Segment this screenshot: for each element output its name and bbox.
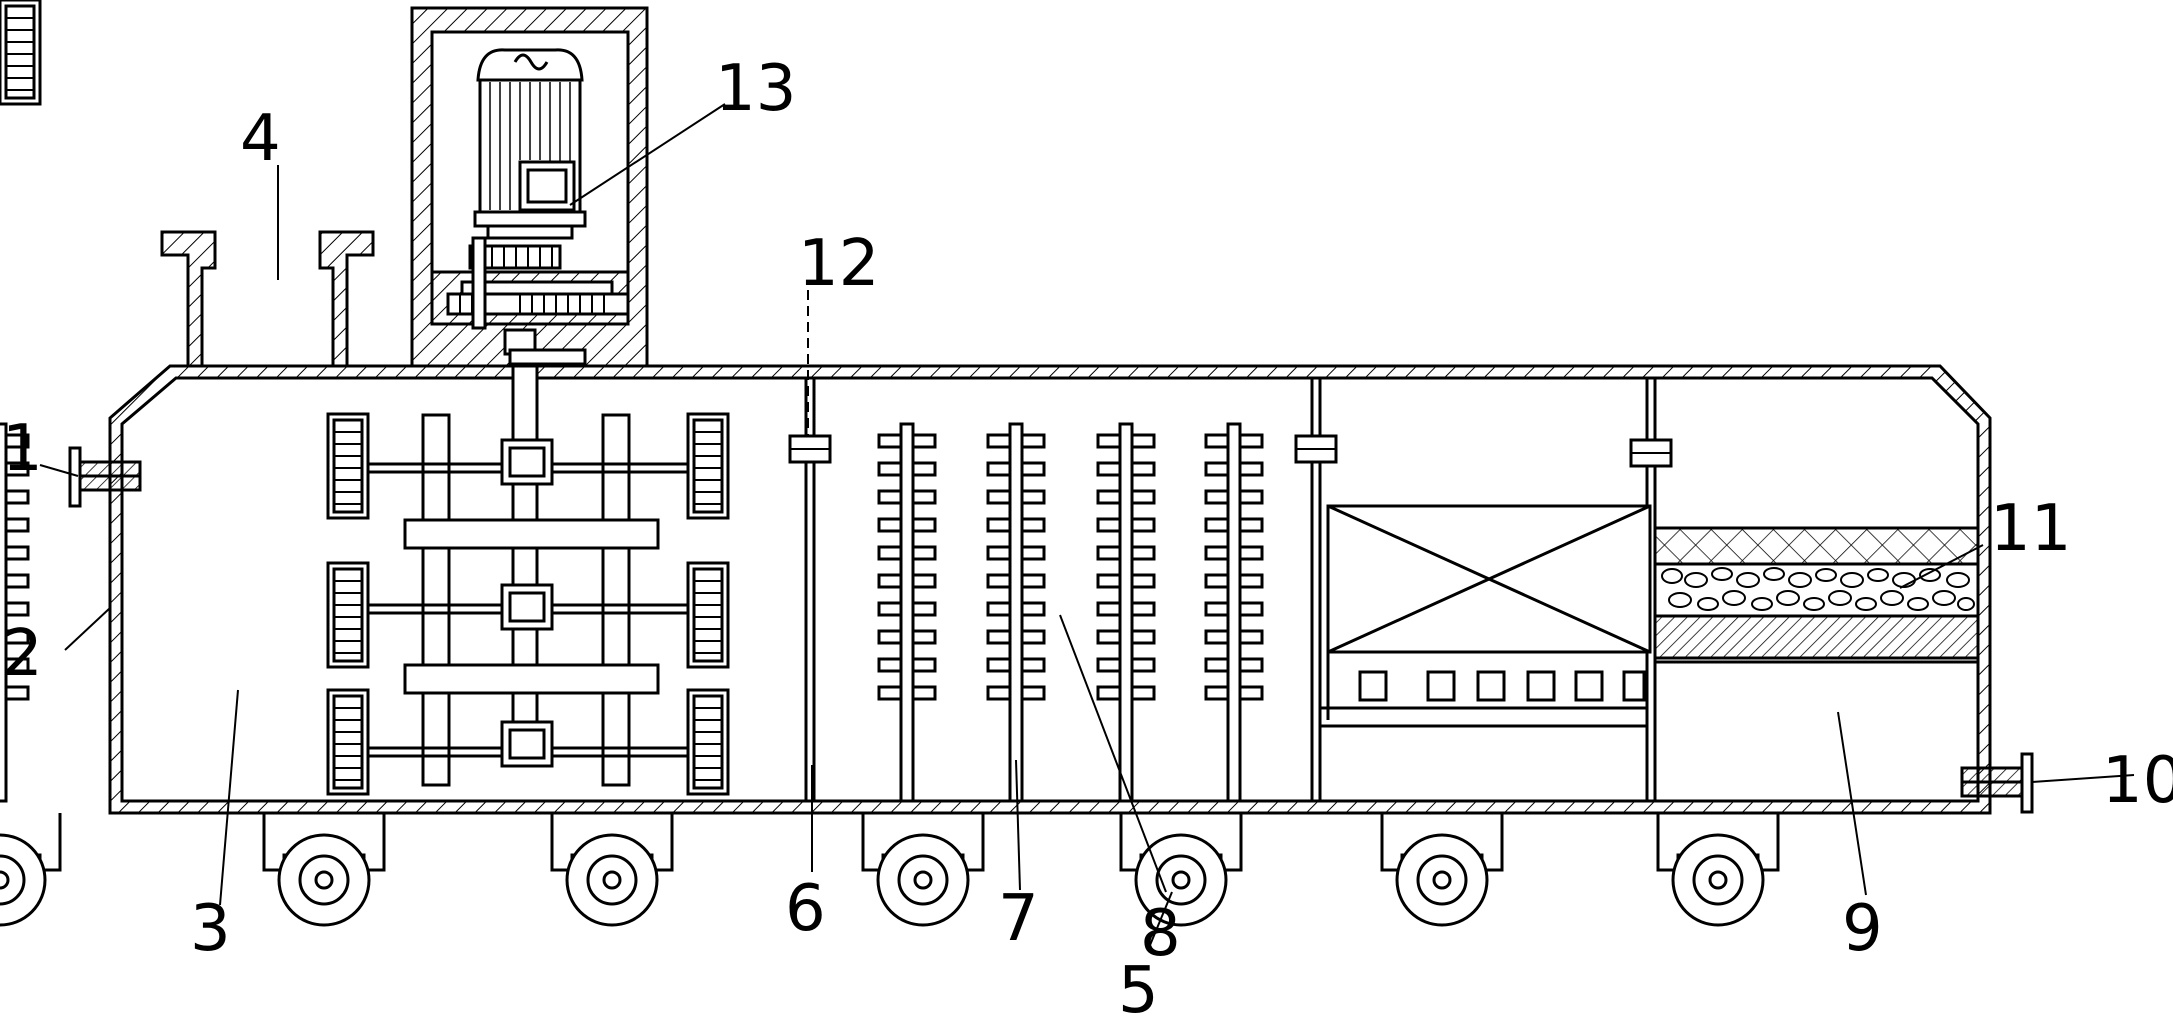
label-2: 2 [2,617,43,691]
mixing-frame [368,413,690,787]
leader-lines [39,103,2135,951]
feed-hopper [160,230,375,368]
tank-housing [108,364,1992,815]
motor [473,48,587,240]
main-shaft [511,364,539,768]
label-4: 4 [240,102,281,176]
label-9: 9 [1842,892,1883,966]
label-1: 1 [2,412,43,486]
gear-train [446,236,630,366]
label-11: 11 [1990,492,2071,566]
label-10: 10 [2102,744,2173,818]
label-13: 13 [715,52,796,126]
comb-separators [0,422,1264,803]
label-7: 7 [998,882,1039,956]
wheel-units [0,811,1780,927]
scraper-blades [0,0,730,796]
labels: 1 2 3 4 5 6 7 8 9 10 11 12 13 [2,52,2173,1022]
label-6: 6 [785,872,826,946]
label-8: 8 [1140,897,1181,971]
filter-layers [1653,526,1980,664]
label-3: 3 [190,892,231,966]
outlet-pipe [1960,752,2034,814]
filter-box [1320,504,1652,728]
valves [788,434,1673,468]
label-5: 5 [1118,954,1159,1022]
label-12: 12 [798,227,879,301]
